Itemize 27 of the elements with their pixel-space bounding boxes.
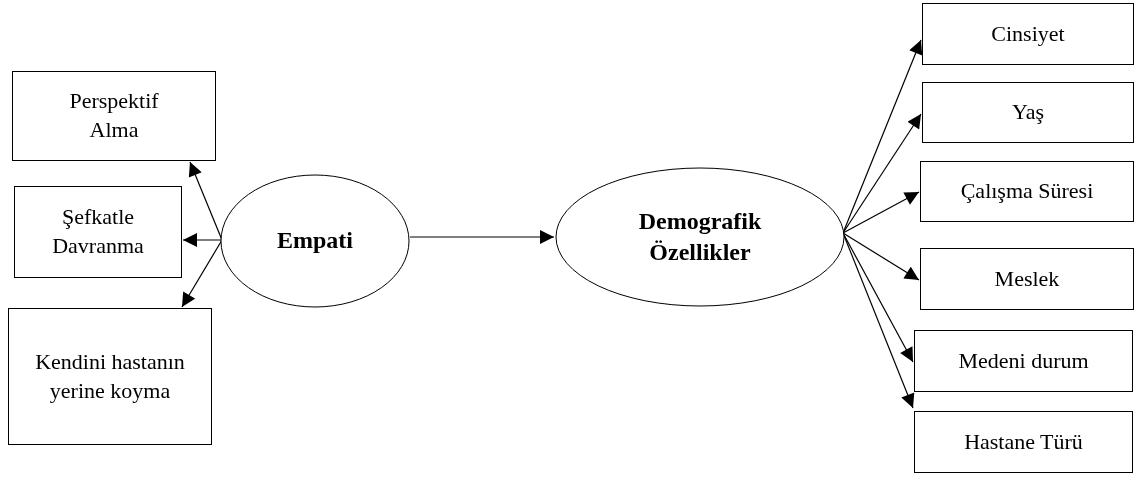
node-label: Hastane Türü (963, 427, 1084, 456)
node-label: Yaş (1011, 98, 1045, 127)
node-label: Meslek (993, 264, 1061, 293)
variable-box (14, 186, 182, 278)
variable-box (12, 71, 216, 161)
concept-ellipse (220, 174, 410, 308)
variable-box (8, 308, 212, 445)
variable-box (922, 82, 1134, 143)
variable-box (920, 161, 1134, 222)
node-label: Perspektif Alma (68, 87, 160, 144)
node-label: Çalışma Süresi (959, 177, 1095, 206)
node-label: Kendini hastanın yerine koyma (34, 347, 186, 405)
node-label: Medeni durum (957, 346, 1090, 375)
arrow (409, 230, 555, 244)
node-label: Empati (276, 226, 354, 256)
arrow (842, 232, 920, 281)
node-label: Cinsiyet (990, 19, 1066, 48)
variable-box (914, 330, 1133, 392)
node-label: Şefkatle Davranma (51, 203, 145, 260)
arrow (842, 191, 920, 234)
node-label: Demografik Özellikler (637, 206, 763, 267)
arrow (842, 113, 922, 234)
concept-ellipse (555, 167, 845, 307)
arrow (182, 233, 223, 247)
variable-box (920, 248, 1134, 310)
variable-box (922, 3, 1134, 65)
variable-box (914, 411, 1133, 473)
